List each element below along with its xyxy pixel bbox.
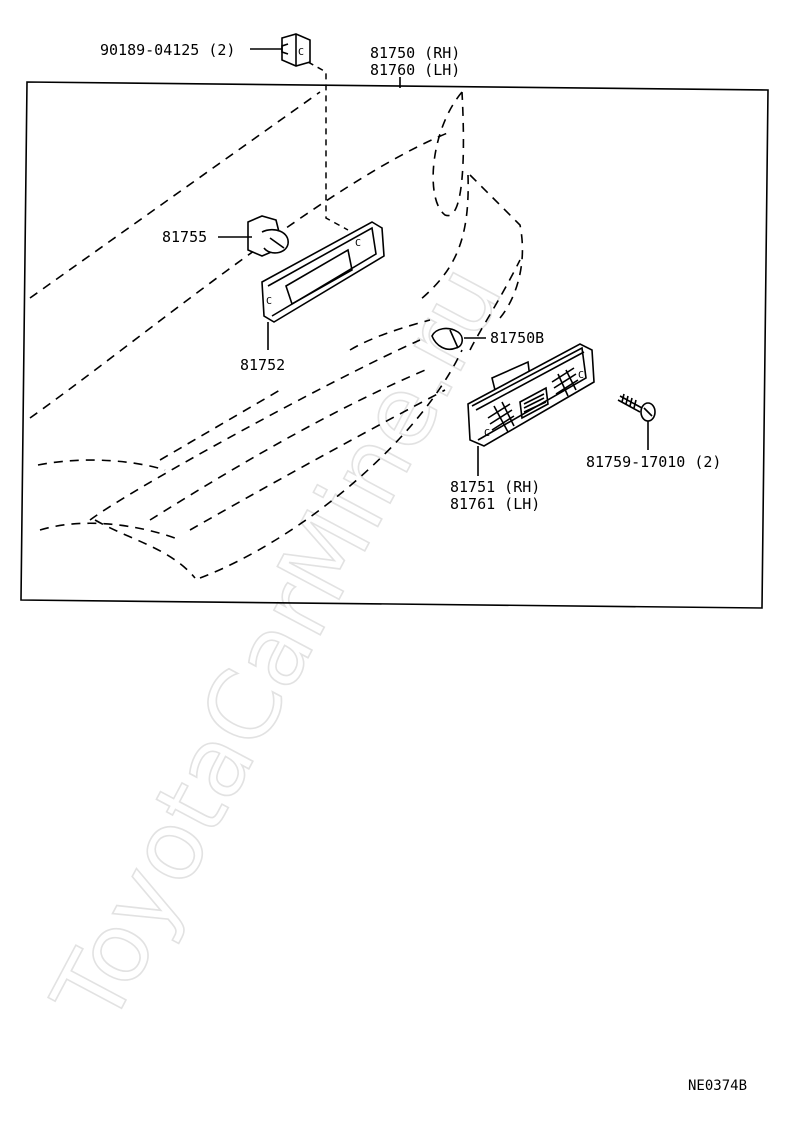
label-screw: 81759-17010 (2) [586,453,721,471]
diagram-code: NE0374B [688,1078,747,1094]
bulb-part [431,327,464,351]
socket-part [247,215,289,257]
screw-part [617,393,656,422]
vehicle-body-outline [29,91,524,579]
svg-text:C: C [355,238,361,249]
label-socket: 81755 [162,228,207,246]
diagram-frame [20,81,769,609]
svg-text:C: C [298,47,304,58]
label-assembly-rh: 81750 (RH) [370,44,460,62]
label-assembly-lh: 81760 (LH) [370,61,460,79]
label-lens-lh: 81761 (LH) [450,495,540,513]
marker-lens-part: C C [467,343,595,447]
label-gasket: 81752 [240,356,285,374]
label-lens-rh: 81751 (RH) [450,478,540,496]
label-bolt-clip: 90189-04125 (2) [100,41,235,59]
svg-text:C: C [578,370,584,381]
svg-text:C: C [484,428,490,439]
bolt-clip-part: C [281,33,311,67]
label-bulb: 81750B [490,329,544,347]
gasket-part: C C [261,221,385,323]
leader-bolt-clip [307,61,349,231]
svg-text:C: C [266,296,272,307]
